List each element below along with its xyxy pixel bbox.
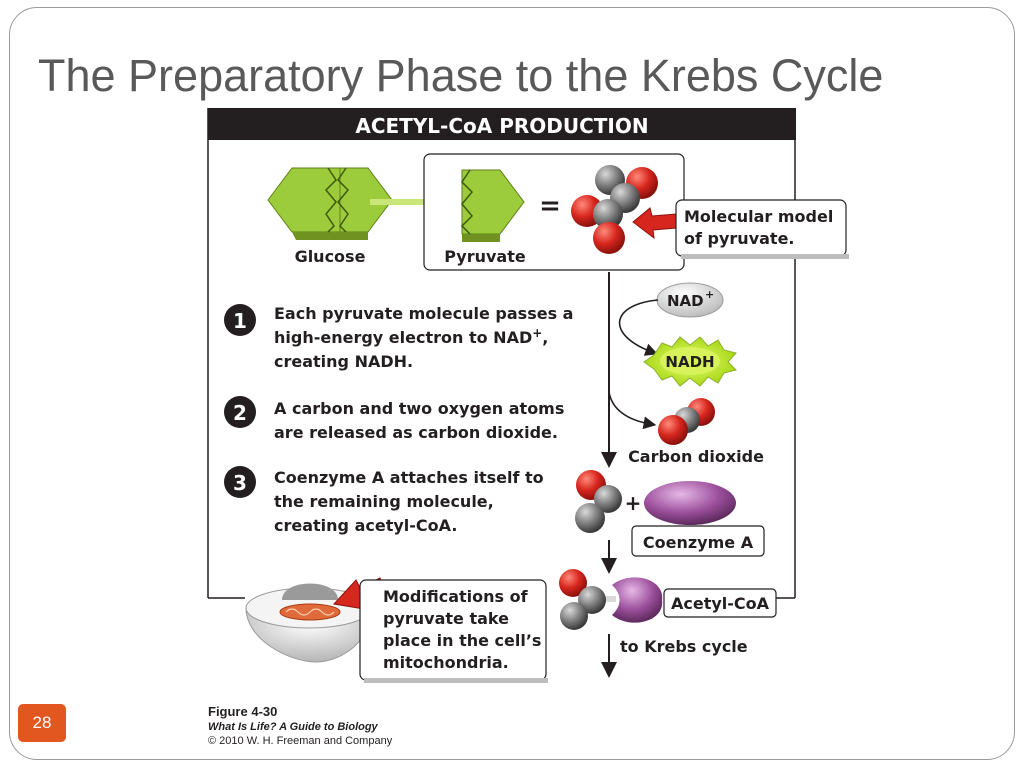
- step-3-badge: [224, 466, 256, 498]
- step-2-number: 2: [233, 401, 247, 425]
- nad-plus-superscript: +: [705, 288, 714, 301]
- step-2-line-2: are released as carbon dioxide.: [274, 423, 558, 442]
- step-1-number: 1: [233, 309, 247, 333]
- step-2-badge: [224, 396, 256, 428]
- glucose-molecule-icon: [267, 167, 393, 240]
- step-1-line-1: Each pyruvate molecule passes a: [274, 304, 573, 323]
- acetyl-group-molecule-icon: [575, 470, 622, 533]
- coenzyme-a-icon: [644, 481, 736, 525]
- pyruvate-label: Pyruvate: [444, 247, 526, 266]
- nadh-label: NADH: [665, 353, 714, 371]
- equals-sign: =: [539, 191, 561, 221]
- coenzyme-a-box: [631, 525, 765, 557]
- slide-frame: [9, 7, 1015, 760]
- carbon-dioxide-molecule-icon: [658, 398, 715, 445]
- mito-line-2: pyruvate take: [383, 609, 509, 628]
- step-3-line-2: the remaining molecule,: [274, 492, 494, 511]
- step-3-line-3: creating acetyl-CoA.: [274, 516, 457, 535]
- carbon-dioxide-label: Carbon dioxide: [628, 447, 764, 466]
- acetyl-coa-label: Acetyl-CoA: [671, 594, 770, 613]
- caption-copyright: © 2010 W. H. Freeman and Company: [208, 735, 393, 747]
- step-1-badge: [224, 304, 256, 336]
- coenzyme-a-label: Coenzyme A: [643, 533, 754, 552]
- step-2-line-1: A carbon and two oxygen atoms: [274, 399, 564, 418]
- callout-line-1: Molecular model: [684, 207, 833, 226]
- page-number-badge: 28: [18, 704, 66, 742]
- mito-line-4: mitochondria.: [383, 653, 509, 672]
- co2-release-arrow: [608, 391, 657, 430]
- to-krebs-label: to Krebs cycle: [620, 637, 748, 656]
- acetyl-coa-molecule-icon: [559, 569, 663, 630]
- figure-caption: Figure 4-30 What Is Life? A Guide to Bio…: [208, 704, 392, 748]
- pyruvate-molecule-icon: [460, 169, 525, 242]
- callout-line-2: of pyruvate.: [684, 229, 795, 248]
- figure-header: ACETYL-CoA PRODUCTION: [355, 114, 648, 138]
- slide-title: The Preparatory Phase to the Krebs Cycle: [38, 50, 884, 101]
- caption-figure-number: Figure 4-30: [208, 704, 278, 719]
- glucose-label: Glucose: [295, 247, 366, 266]
- pyruvate-ball-model-icon: [571, 165, 658, 254]
- step-3-line-1: Coenzyme A attaches itself to: [274, 468, 544, 487]
- caption-book-title: What Is Life? A Guide to Biology: [208, 721, 378, 733]
- mito-line-1: Modifications of: [383, 587, 529, 606]
- step-3-number: 3: [233, 471, 247, 495]
- nadh-glow-icon: [643, 336, 737, 387]
- nad-plus-label: NAD: [667, 292, 704, 310]
- mito-line-3: place in the cell’s: [383, 631, 541, 650]
- step-1-line-2: high-energy electron to NAD+,: [274, 326, 548, 347]
- step-1-line-3: creating NADH.: [274, 352, 413, 371]
- plus-sign: +: [625, 491, 642, 515]
- nad-to-nadh-arrow: [618, 299, 659, 356]
- figure-header-bar: [208, 108, 796, 140]
- acetyl-coa-box: [663, 588, 777, 618]
